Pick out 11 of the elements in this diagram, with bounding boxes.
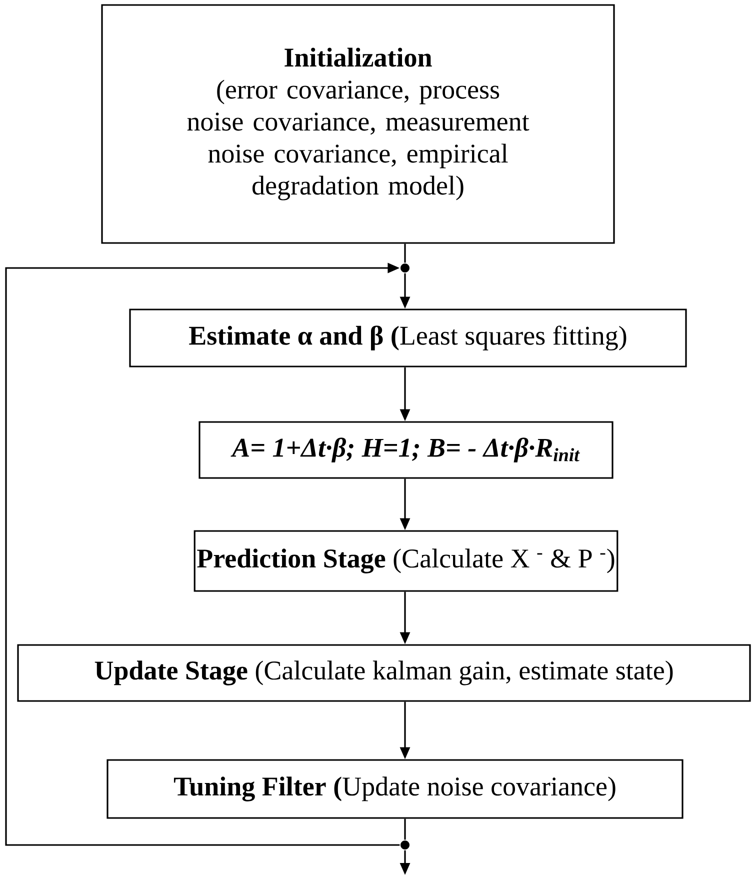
- process-box: Initialization (error covariance, process noise covariance, measurement noise covariance, empirical degradation model): [101, 4, 615, 244]
- process-box: Tuning Filter (Update noise covariance): [106, 759, 684, 819]
- junction-dot: [400, 840, 410, 850]
- process-box: Update Stage (Calculate kalman gain, estimate state): [17, 644, 751, 702]
- process-box: Prediction Stage (Calculate X $^{-}$ & P $^{-}$): [194, 530, 618, 592]
- process-box: A= 1+Δt·β; H=1; B= - Δt·β·R$_{init}$: [198, 421, 614, 479]
- junction-dot: [400, 264, 410, 272]
- arrow: [5, 262, 400, 846]
- connector-line: [404, 818, 406, 840]
- process-box: Estimate α and β (Least squares fitting): [129, 308, 687, 368]
- connector-line: [404, 244, 406, 263]
